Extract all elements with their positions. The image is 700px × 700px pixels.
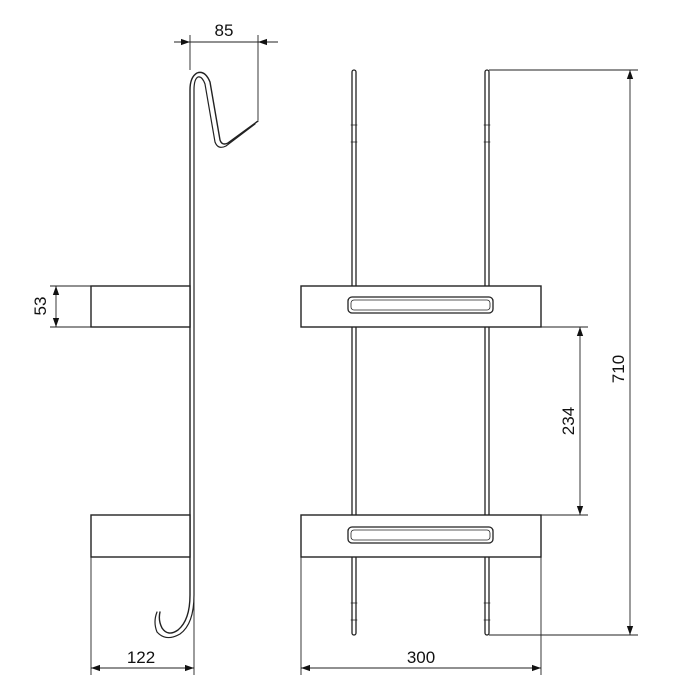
side-view xyxy=(90,71,259,639)
dimension-lines xyxy=(50,35,638,675)
side-hook-rod xyxy=(158,71,259,634)
front-lower-shelf xyxy=(300,514,542,558)
side-lower-shelf xyxy=(90,514,191,558)
front-lower-shelf-slot xyxy=(347,526,494,544)
side-hook-rod-inner xyxy=(154,76,256,639)
dim-label-shelf-depth: 122 xyxy=(127,648,155,667)
dim-label-hook-depth: 85 xyxy=(215,21,234,40)
dim-label-shelf-spacing: 234 xyxy=(559,407,578,435)
front-upper-shelf xyxy=(300,285,542,328)
front-left-rod xyxy=(351,69,357,636)
front-right-rod xyxy=(484,69,490,636)
dim-label-width: 300 xyxy=(407,648,435,667)
front-view xyxy=(300,69,542,636)
side-upper-shelf xyxy=(90,285,191,328)
dim-label-total-height: 710 xyxy=(609,355,628,383)
front-upper-shelf-slot xyxy=(347,296,494,314)
dim-label-shelf-height: 53 xyxy=(31,297,50,316)
